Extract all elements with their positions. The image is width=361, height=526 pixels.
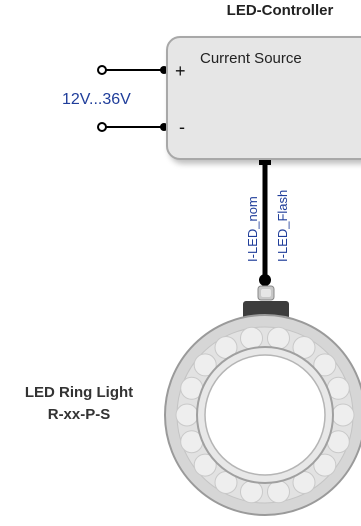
ring-light-model: R-xx-P-S bbox=[47, 406, 111, 423]
negative-sign: - bbox=[179, 117, 185, 137]
led-ring-light-icon bbox=[164, 314, 361, 516]
cable-end-dot bbox=[259, 274, 271, 286]
ring-light-name: LED Ring Light bbox=[24, 384, 134, 401]
controller-title: LED-Controller bbox=[226, 2, 334, 19]
led-dot-icon bbox=[193, 453, 217, 477]
positive-sign: + bbox=[175, 61, 186, 81]
led-dots bbox=[175, 326, 355, 504]
led-dot-icon bbox=[313, 353, 337, 377]
cable-label-nominal: I-LED_nom bbox=[245, 196, 260, 262]
led-dot-icon bbox=[313, 453, 337, 477]
current-source-label: Current Source bbox=[200, 50, 302, 67]
led-controller-box bbox=[166, 36, 361, 160]
led-dot-icon bbox=[193, 353, 217, 377]
cable-label-flash: I-LED_Flash bbox=[275, 190, 290, 262]
supply-voltage-label: 12V...36V bbox=[62, 91, 131, 108]
